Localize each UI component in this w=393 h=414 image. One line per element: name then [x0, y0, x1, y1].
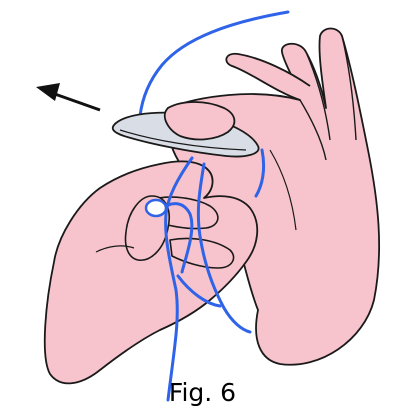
bead-icon — [146, 200, 166, 216]
right-thumb — [165, 102, 235, 139]
figure-caption: Fig. 6 — [0, 377, 393, 409]
